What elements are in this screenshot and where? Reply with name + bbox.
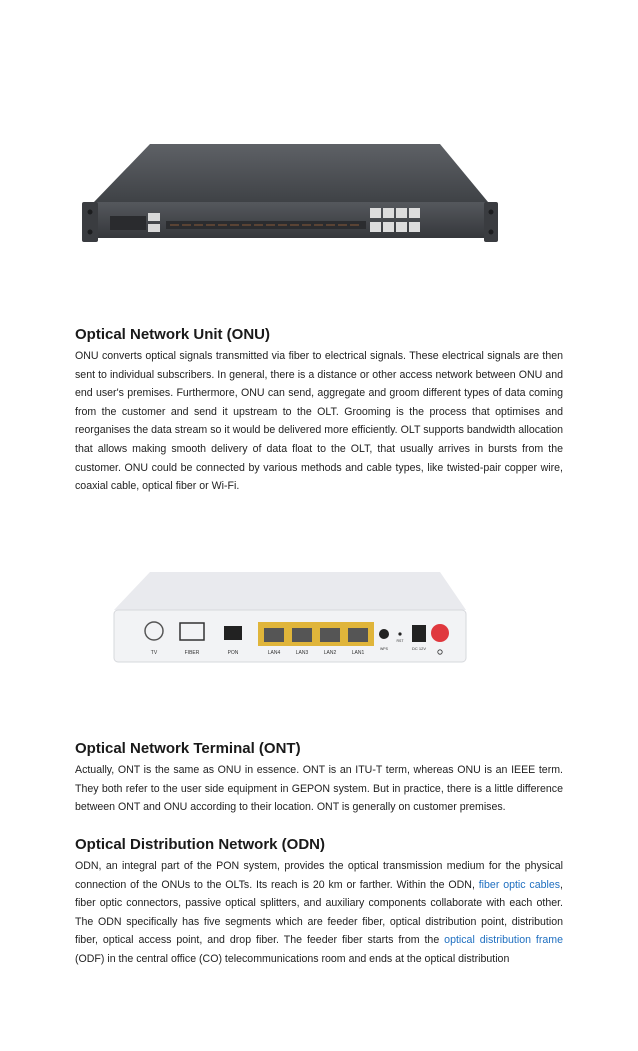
pon-label: PON xyxy=(228,650,239,656)
lan1-label: LAN1 xyxy=(352,650,365,656)
ont-device-image: TV FIBER PON LAN4 LAN3 LAN2 LAN1 WPS RST… xyxy=(113,572,467,663)
lan4-label: LAN4 xyxy=(268,650,281,656)
odn-text-3: (ODF) in the central office (CO) telecom… xyxy=(75,952,510,965)
ont-paragraph: Actually, ONT is the same as ONU in esse… xyxy=(75,764,563,814)
optical-distribution-frame-link[interactable]: optical distribution frame xyxy=(444,934,563,947)
section-onu: Optical Network Unit (ONU) ONU converts … xyxy=(75,326,563,496)
tv-label: TV xyxy=(151,650,158,656)
section-ont: Optical Network Terminal (ONT) Actually,… xyxy=(75,740,563,817)
odn-text-2: , fiber optic connectors, passive optica… xyxy=(75,878,563,947)
dc-label: DC 12V xyxy=(412,646,426,651)
onu-heading: Optical Network Unit (ONU) xyxy=(75,326,271,343)
lan2-label: LAN2 xyxy=(324,650,337,656)
fiber-optic-cables-link[interactable]: fiber optic cables xyxy=(478,878,561,891)
rst-label: RST xyxy=(397,639,405,643)
fiber-label: FIBER xyxy=(185,650,200,656)
ont-heading: Optical Network Terminal (ONT) xyxy=(75,740,301,757)
lan3-label: LAN3 xyxy=(296,650,309,656)
odn-heading: Optical Distribution Network (ODN) xyxy=(75,836,326,853)
odn-paragraph: ODN, an integral part of the PON system,… xyxy=(75,857,563,969)
olt-device-image xyxy=(82,144,498,242)
onu-paragraph: ONU converts optical signals transmitted… xyxy=(75,350,563,493)
odn-text-1: ODN, an integral part of the PON system,… xyxy=(75,860,563,891)
section-odn: Optical Distribution Network (ODN) ODN, … xyxy=(75,836,563,969)
wps-label: WPS xyxy=(380,647,389,651)
